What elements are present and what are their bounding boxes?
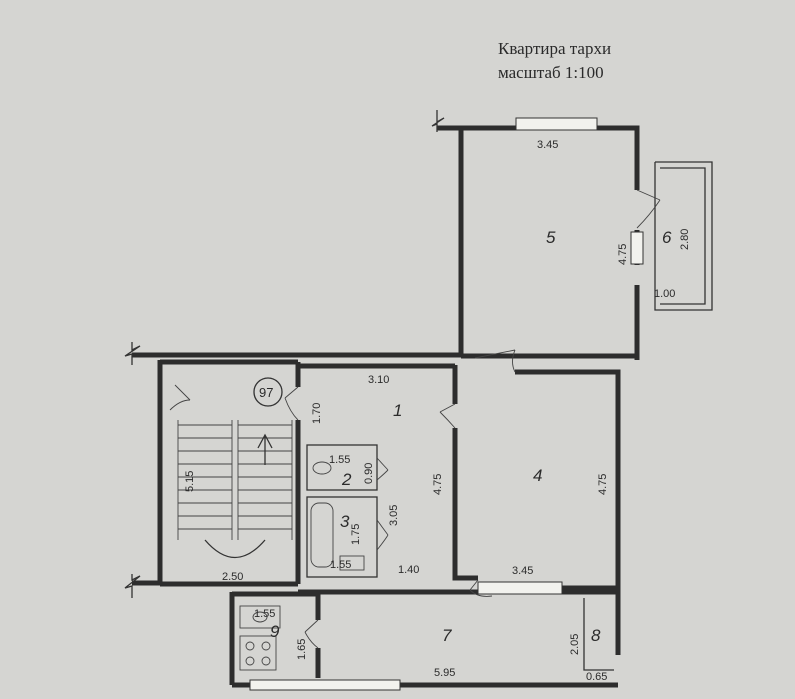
stair-number-circle (253, 377, 283, 407)
dim-room8-width: 0.65 (586, 671, 607, 683)
stair-direction-arrow (257, 433, 273, 465)
dim-hall-height: 4.75 (432, 474, 444, 495)
room-label-4: 4 (533, 466, 542, 485)
wall-bath (306, 496, 378, 578)
dim-kitchen-height: 1.65 (296, 639, 308, 660)
window-balcony (630, 231, 644, 265)
dim-balcony-height: 2.80 (679, 229, 691, 250)
wall-hall-room4 (452, 365, 478, 581)
wall-wc (306, 444, 378, 491)
dim-hall-side: 1.70 (311, 403, 323, 424)
bathtub-icon (310, 502, 334, 568)
burner-icon (245, 656, 255, 666)
room-label-6: 6 (662, 228, 672, 247)
window-bottom (249, 679, 401, 691)
dim-room8-height: 2.05 (569, 634, 581, 655)
stair-landing-curve (204, 539, 266, 559)
door-stair (169, 384, 191, 411)
dim-room4-height: 4.75 (597, 474, 609, 495)
dim-room4-width: 3.45 (512, 565, 533, 577)
sink-icon (239, 605, 281, 629)
dim-bath-side: 3.05 (388, 505, 400, 526)
dim-balcony-width: 1.00 (654, 288, 675, 300)
break-mark-bottom (124, 574, 141, 598)
burner-icon (261, 641, 271, 651)
burner-icon (245, 641, 255, 651)
room-label-2: 2 (341, 470, 352, 489)
wall-room8 (583, 598, 614, 671)
room-label-8: 8 (591, 626, 601, 645)
room-label-1: 1 (393, 401, 402, 420)
room-label-9: 9 (270, 622, 280, 641)
door-hall-room1 (439, 403, 456, 429)
burner-icon (261, 656, 271, 666)
dim-room5-height: 4.75 (617, 244, 629, 265)
dim-kitchen-width: 1.55 (254, 608, 275, 620)
door-kitchen (304, 619, 319, 649)
windows (249, 117, 644, 691)
dim-bath-height: 1.75 (350, 524, 362, 545)
door-room4-bottom (469, 579, 493, 597)
break-marks (124, 110, 445, 598)
washbasin-icon (339, 555, 365, 571)
plan-scale: масштаб 1:100 (498, 63, 604, 82)
stair-left-flight (178, 424, 232, 530)
stove-icon (239, 635, 277, 671)
room-label-3: 3 (340, 512, 350, 531)
door-bath (376, 519, 389, 551)
dim-corridor-width: 1.40 (398, 564, 419, 576)
stair-flight-edges (177, 420, 293, 540)
doors (169, 189, 661, 649)
toilet-icon (312, 461, 332, 475)
door-room4 (474, 349, 516, 373)
door-entrance (284, 386, 299, 421)
staircase (177, 377, 293, 559)
room-label-5: 5 (546, 228, 556, 247)
dim-wc-width: 1.55 (329, 454, 350, 466)
door-room5-balcony (636, 189, 661, 229)
balcony-inner (660, 167, 706, 305)
dim-room7-width: 5.95 (434, 667, 455, 679)
room-labels: 1 2 3 4 5 6 7 8 9 97 (259, 228, 672, 645)
fixtures (239, 461, 365, 671)
balcony-outline (654, 161, 713, 311)
sink-bowl-icon (252, 611, 268, 623)
dim-room5-width: 3.45 (537, 139, 558, 151)
window-room5 (515, 117, 598, 131)
dimension-labels: 3.45 4.75 2.80 1.00 3.10 1.70 4.75 4.75 … (184, 139, 691, 683)
dim-hall-width: 3.10 (368, 374, 389, 386)
dim-bath-width: 1.55 (330, 559, 351, 571)
break-mark-left (124, 342, 141, 365)
plan-title: Квартира тархи (498, 39, 611, 58)
dim-wc-height: 0.90 (363, 463, 375, 484)
break-mark-top (431, 110, 445, 132)
room-label-7: 7 (442, 626, 452, 645)
door-wc (376, 457, 389, 481)
dim-stair-height: 5.15 (184, 471, 196, 492)
dim-stair-width: 2.50 (222, 571, 243, 583)
wall-room4-top (515, 369, 621, 588)
walls (132, 125, 713, 688)
stair-number: 97 (259, 385, 273, 400)
window-room4 (477, 581, 563, 595)
